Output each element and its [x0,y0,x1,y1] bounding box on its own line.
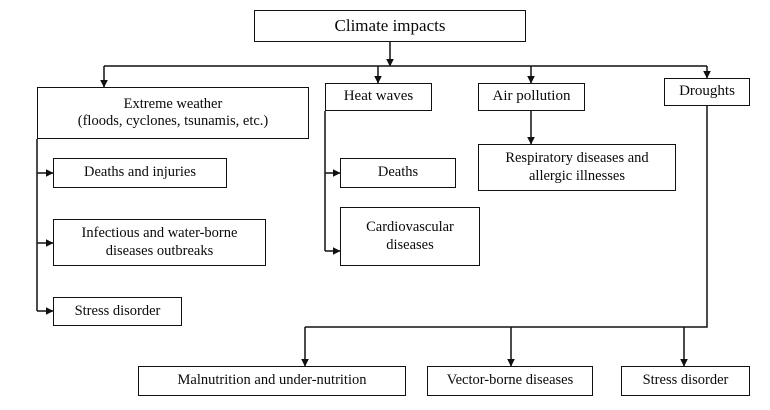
node-vector-borne-diseases[interactable]: Vector-borne diseases [427,366,593,396]
node-label: Climate impacts [334,15,446,35]
node-label: Droughts [679,83,735,100]
node-label: Malnutrition and under-nutrition [177,372,367,389]
node-label: Stress disorder [74,302,161,319]
node-label: Air pollution [492,88,571,105]
node-extreme-weather[interactable]: Extreme weather (floods, cyclones, tsuna… [37,87,309,139]
node-label: Vector-borne diseases [446,372,574,389]
node-stress-disorder-droughts[interactable]: Stress disorder [621,366,750,396]
node-label: Cardiovascular diseases [366,219,454,253]
node-label: Extreme weather (floods, cyclones, tsuna… [77,95,269,129]
node-label: Heat waves [343,88,414,105]
node-malnutrition-and-under-nutrition[interactable]: Malnutrition and under-nutrition [138,366,406,396]
node-stress-disorder-extreme-weather[interactable]: Stress disorder [53,297,182,326]
node-droughts[interactable]: Droughts [664,78,750,106]
node-deaths-heat-waves[interactable]: Deaths [340,158,456,188]
node-infectious-and-water-borne-diseases-outbreaks[interactable]: Infectious and water-borne diseases outb… [53,219,266,266]
node-deaths-and-injuries[interactable]: Deaths and injuries [53,158,227,188]
node-label: Stress disorder [642,372,729,389]
node-label: Deaths and injuries [84,164,196,181]
node-air-pollution[interactable]: Air pollution [478,83,585,111]
node-cardiovascular-diseases[interactable]: Cardiovascular diseases [340,207,480,266]
node-label: Infectious and water-borne diseases outb… [81,225,238,259]
node-label: Respiratory diseases and allergic illnes… [505,150,649,184]
node-heat-waves[interactable]: Heat waves [325,83,432,111]
node-label: Deaths [377,164,419,181]
node-climate-impacts[interactable]: Climate impacts [254,10,526,42]
node-respiratory-diseases-and-allergic-illnesses[interactable]: Respiratory diseases and allergic illnes… [478,144,676,191]
